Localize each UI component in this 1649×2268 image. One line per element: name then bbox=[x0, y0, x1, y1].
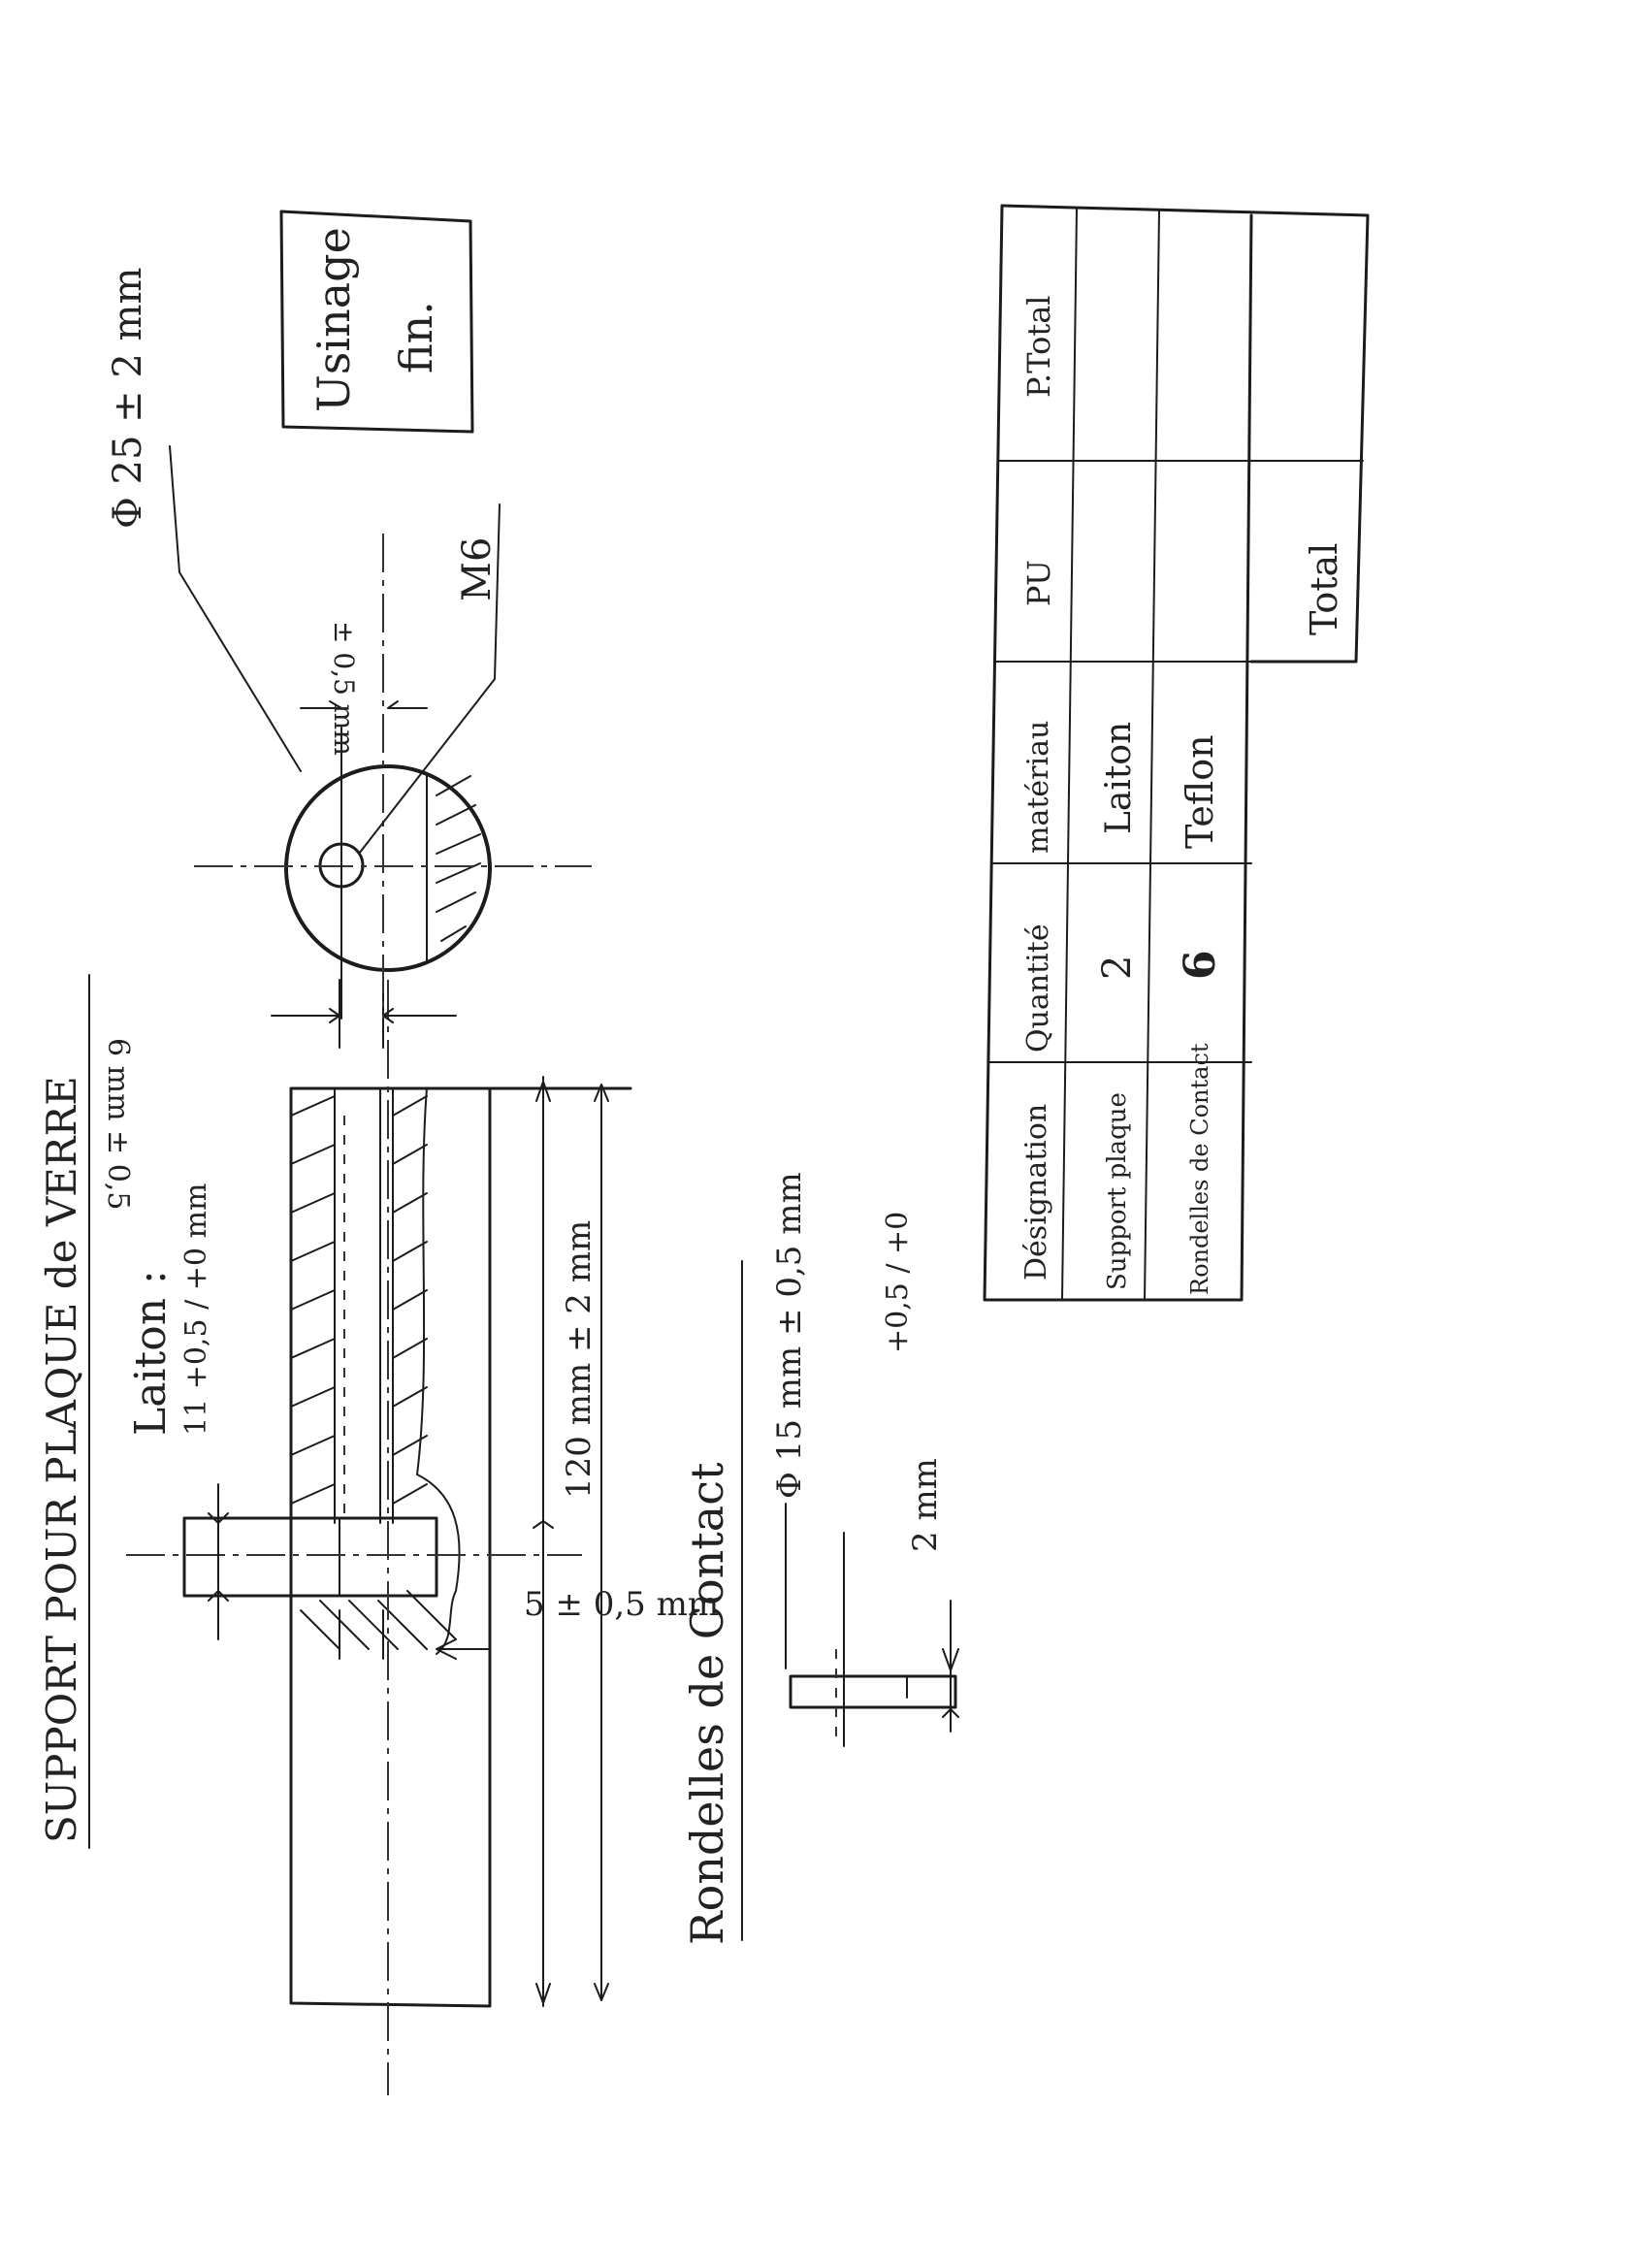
table-row-1-quantite: 2 bbox=[1095, 956, 1140, 980]
thread-label: M6 bbox=[455, 537, 500, 601]
finish-note-box bbox=[279, 210, 474, 434]
small-dim: ± 0,5 mm bbox=[328, 621, 360, 756]
table-header-quantite: Quantité bbox=[1021, 923, 1055, 1053]
washer-diameter-dim: Φ 15 mm ± 0,5 mm bbox=[770, 1172, 809, 1499]
table-row-2-materiau: Teflon bbox=[1179, 734, 1221, 849]
table-row-1-designation: Support plaque bbox=[1103, 1092, 1132, 1290]
cost-table bbox=[983, 204, 1370, 1302]
table-total-label: Total bbox=[1303, 543, 1345, 635]
table-row-2-quantite: 6 bbox=[1176, 950, 1225, 980]
washer-thickness-tol: +0,5 / +0 bbox=[881, 1212, 915, 1353]
washer-thickness-dim: 2 mm bbox=[906, 1458, 945, 1552]
material-dim: 11 +0,5 / +0 mm bbox=[179, 1183, 213, 1436]
washer-side-view bbox=[785, 1503, 959, 1747]
finish-line-1: Usinage bbox=[307, 227, 360, 412]
table-header-materiau: matériau bbox=[1021, 721, 1055, 854]
support-side-view bbox=[126, 979, 632, 2095]
table-header-designation: Désignation bbox=[1019, 1104, 1053, 1280]
finish-line-2: fin. bbox=[390, 301, 442, 373]
hatching bbox=[290, 1095, 457, 1650]
slot-dim: 5 ± 0,5 mm bbox=[524, 1585, 719, 1624]
length-dim: 120 mm ± 2 mm bbox=[560, 1220, 598, 1499]
table-header-pu: PU bbox=[1020, 560, 1057, 606]
drawing-title: SUPPORT POUR PLAQUE de VERRE bbox=[38, 1076, 85, 1843]
support-end-view bbox=[169, 445, 592, 1020]
hole-dim: 6 mm ± 0,5 bbox=[101, 1038, 135, 1210]
diameter-dim: Φ 25 ± 2 mm bbox=[106, 268, 150, 529]
material-label: Laiton : bbox=[126, 1270, 176, 1436]
table-row-1-materiau: Laiton bbox=[1099, 722, 1139, 834]
washer-title: Rondelles de Contact bbox=[681, 1462, 733, 1945]
table-header-ptotal: P.Total bbox=[1020, 295, 1057, 398]
table-row-2-designation: Rondelles de Contact bbox=[1186, 1043, 1213, 1295]
